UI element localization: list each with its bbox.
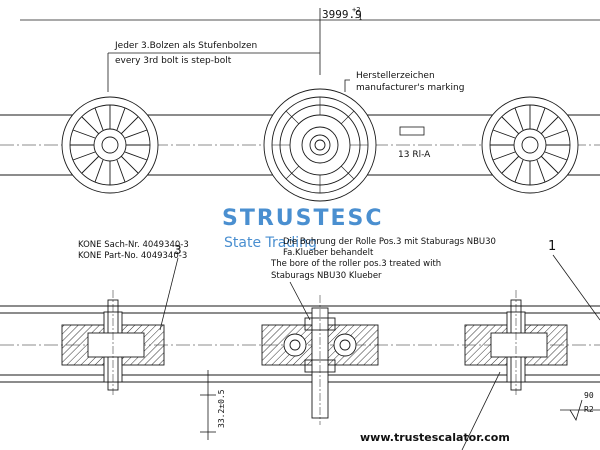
- right-dimension-a: 90: [584, 391, 594, 400]
- bore-note-de-1: Die Bohrung der Rolle Pos.3 mit Staburag…: [283, 237, 496, 247]
- watermark-website: www.trustescalator.com: [360, 431, 510, 444]
- marking-label-de: Herstellerzeichen: [356, 71, 435, 81]
- bore-note-en-1: The bore of the roller pos.3 treated wit…: [270, 259, 441, 269]
- watermark-tagline: State Trading: [224, 235, 317, 251]
- right-dimension-b: R2: [584, 405, 594, 414]
- marking-leader: [344, 79, 425, 136]
- kone-part-no: KONE Part-No. 4049340-3: [78, 251, 187, 261]
- top-dimension-tol-lower: -1: [354, 14, 362, 22]
- roller-wheel-right: [481, 96, 579, 194]
- bore-note-en-2: Staburags NBU30 Klueber: [271, 271, 382, 281]
- step-bolt-note-de: Jeder 3.Bolzen als Stufenbolzen: [114, 41, 257, 51]
- side-dimension-value: 33.2±0.5: [217, 389, 226, 428]
- callout-leaders: [159, 254, 600, 331]
- section-assembly-right: [464, 290, 568, 395]
- callout-3: 3: [174, 243, 182, 257]
- roller-wheel-left: [61, 96, 159, 194]
- roller-wheel-center: [263, 88, 377, 202]
- side-dimension: [200, 370, 216, 440]
- top-dimension: [20, 8, 600, 75]
- top-dimension-value: 3999.9: [322, 8, 362, 21]
- kone-sach-nr: KONE Sach-Nr. 4049340-3: [78, 240, 189, 250]
- top-dimension-tol-upper: +2: [352, 6, 360, 14]
- bore-note-leader: [289, 281, 311, 321]
- step-bolt-note-en: every 3rd bolt is step-bolt: [115, 56, 232, 66]
- callout-1: 1: [548, 239, 556, 254]
- section-assembly-left: [61, 290, 165, 395]
- section-assembly-center: [261, 295, 379, 425]
- marking-label-en: manufacturer's marking: [356, 83, 464, 93]
- bore-note-de-2: Fa.Klueber behandelt: [283, 248, 374, 258]
- right-detail-lines: [461, 371, 600, 450]
- step-bolt-leader: [107, 52, 320, 92]
- marking-code: 13 Rl-A: [398, 150, 431, 160]
- watermark-brand: STRUSTESC: [222, 206, 384, 231]
